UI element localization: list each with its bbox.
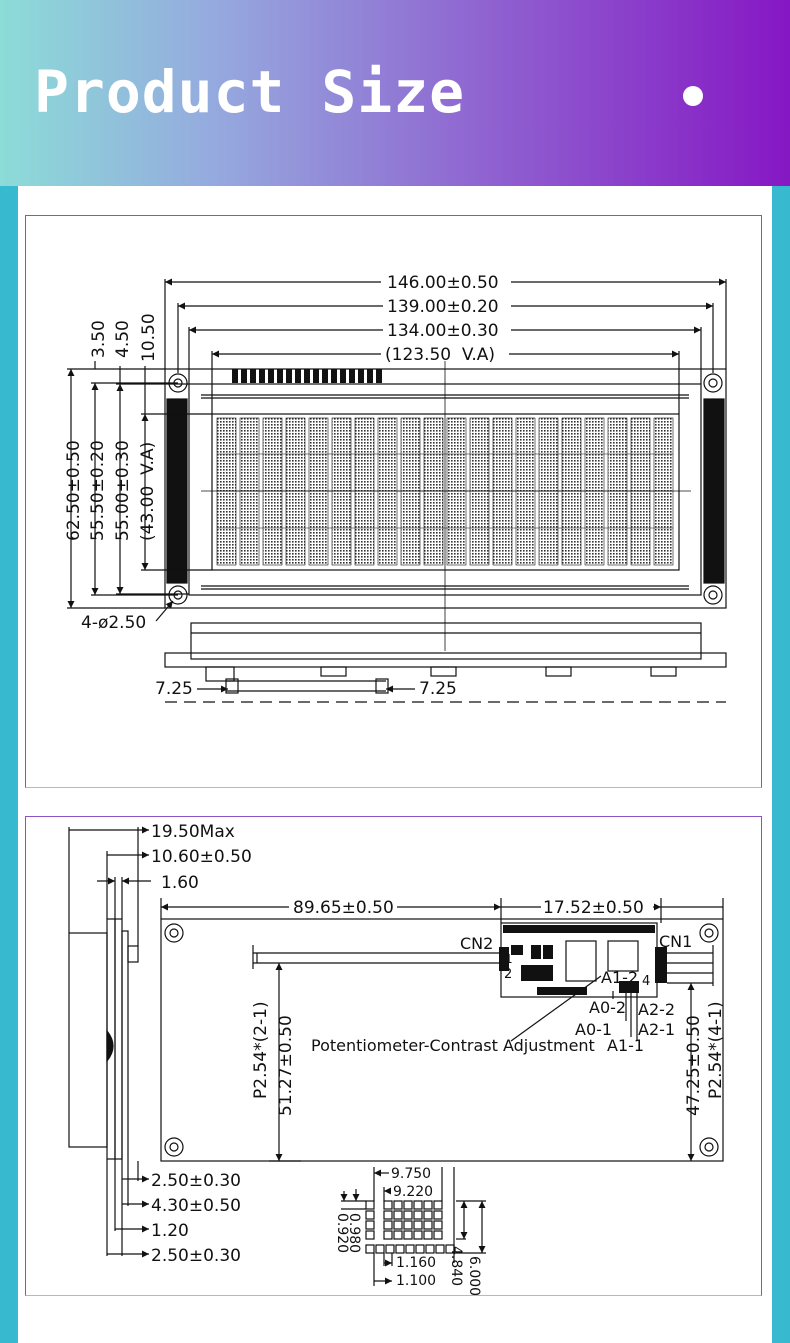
label-a1-2: A1-2	[601, 968, 638, 987]
right-connector-strip	[703, 398, 725, 584]
side-view	[68, 826, 151, 1258]
header-banner: Product Size	[0, 0, 790, 186]
module-outline	[164, 368, 727, 609]
dim-max-thickness: 19.50Max	[151, 822, 235, 842]
dim-pcb: 1.60	[161, 873, 199, 893]
module-back-outline	[160, 918, 724, 1162]
label-potentiometer: Potentiometer-Contrast Adjustment	[311, 1036, 595, 1055]
decorative-dot	[683, 86, 703, 106]
dim-outline-height: 62.50±0.50	[64, 440, 84, 541]
dim-outline-width: 146.00±0.50	[387, 273, 499, 293]
dim-top-4-50: 4.50	[113, 320, 133, 358]
label-cn1: CN1	[659, 932, 692, 951]
dim-hole-pitch-height: 55.50±0.20	[88, 440, 108, 541]
dim-bezel-height: 55.00±0.30	[113, 440, 133, 541]
back-view-panel: 19.50Max 10.60±0.50 1.60 2.50±0.30 4.30±…	[25, 816, 762, 1296]
label-pin-2: 2	[504, 967, 512, 982]
label-a0-2: A0-2	[589, 998, 626, 1017]
dim-holes: 4-ø2.50	[81, 613, 146, 633]
label-pin-1: 1	[505, 952, 513, 966]
character-matrix	[216, 417, 674, 566]
detail-outer-height: 6.000	[466, 1256, 482, 1295]
dim-a: 2.50±0.30	[151, 1171, 241, 1191]
dim-module-thickness: 10.60±0.50	[151, 847, 252, 867]
detail-pitch-v: 0.920	[334, 1213, 350, 1253]
detail-dot-h: 1.100	[396, 1273, 436, 1289]
front-view-drawing: 146.00±0.50 139.00±0.20 134.00±0.30 (123…	[64, 273, 727, 703]
character-detail	[340, 1167, 486, 1286]
front-view-panel: 146.00±0.50 139.00±0.20 134.00±0.30 (123…	[25, 215, 762, 788]
label-a1-1: A1-1	[607, 1036, 644, 1055]
label-a2-2: A2-2	[638, 1000, 675, 1019]
dim-d: 2.50±0.30	[151, 1246, 241, 1266]
label-a2-1: A2-1	[638, 1020, 675, 1039]
back-view-drawing: 19.50Max 10.60±0.50 1.60 2.50±0.30 4.30±…	[68, 822, 726, 1295]
top-dimensions	[164, 278, 727, 414]
dim-left-pitch: P2.54*(2-1)	[251, 1001, 271, 1099]
dim-right-pitch: P2.54*(4-1)	[706, 1001, 726, 1099]
side-profile	[164, 622, 727, 703]
detail-inner-height: 4.840	[448, 1246, 464, 1286]
dim-viewing-area-height: (43.00 V.A)	[138, 442, 158, 541]
dim-left-height: 51.27±0.50	[276, 1015, 296, 1116]
detail-outer-width: 9.750	[391, 1166, 431, 1182]
left-dimensions	[67, 361, 212, 609]
label-cn2: CN2	[460, 934, 493, 953]
label-a0-1: A0-1	[575, 1020, 612, 1039]
dim-hole-pitch-width: 139.00±0.20	[387, 297, 499, 317]
left-connector-strip	[166, 398, 188, 584]
detail-dot-v: 0.980	[346, 1213, 362, 1253]
dim-b: 4.30±0.50	[151, 1196, 241, 1216]
i2c-adapter-board	[253, 922, 713, 998]
label-pin-4: 4	[642, 974, 650, 989]
pin-pads	[232, 369, 382, 383]
page-title: Product Size	[34, 58, 466, 126]
left-side-bar	[0, 186, 18, 1343]
dim-top-10-50: 10.50	[139, 313, 159, 362]
detail-pitch-h: 1.160	[396, 1255, 436, 1271]
dim-viewing-area-width: (123.50 V.A)	[385, 345, 495, 365]
dim-bezel-width: 134.00±0.30	[387, 321, 499, 341]
dim-right-height: 47.25±0.50	[684, 1015, 704, 1116]
right-side-bar	[772, 186, 790, 1343]
dim-left-offset: 7.25	[155, 679, 193, 699]
back-mounting-holes	[164, 923, 719, 1157]
dim-top-3-50: 3.50	[89, 320, 109, 358]
detail-inner-width: 9.220	[393, 1184, 433, 1200]
dim-board-width: 17.52±0.50	[543, 898, 644, 918]
dim-right-offset: 7.25	[419, 679, 457, 699]
dim-board-offset: 89.65±0.50	[293, 898, 394, 918]
dim-c: 1.20	[151, 1221, 189, 1241]
